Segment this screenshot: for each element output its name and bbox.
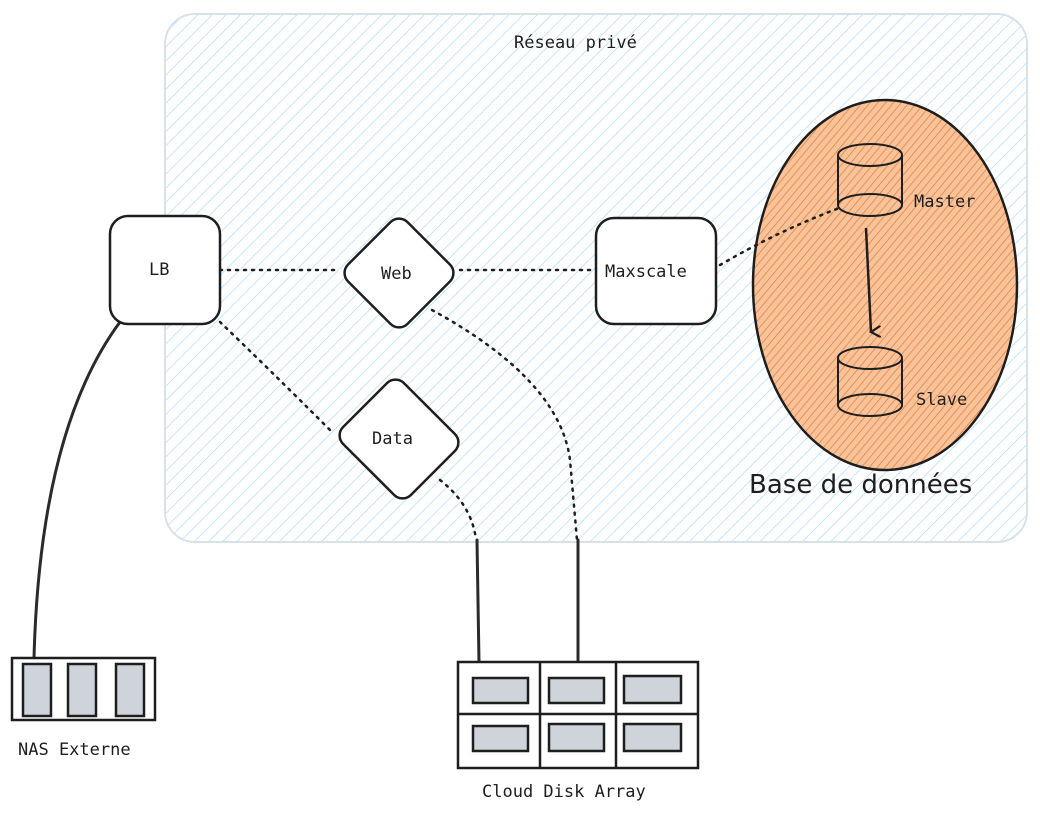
connector-lb-nas xyxy=(32,320,122,660)
maxscale-node xyxy=(594,216,718,326)
data-node xyxy=(338,378,460,500)
database-group-label: Base de données xyxy=(749,470,973,500)
connector-lb-data xyxy=(218,320,332,432)
web-node xyxy=(343,217,455,329)
database-group xyxy=(751,98,1019,472)
slave-db-icon xyxy=(837,346,903,417)
connector-maxscale-master xyxy=(718,205,844,267)
network-label: Réseau privé xyxy=(514,33,637,53)
connector-data-cloud xyxy=(438,478,478,542)
cloud-disk-array-label: Cloud Disk Array xyxy=(482,782,646,802)
data-label: Data xyxy=(372,429,413,449)
connector-web-cloud xyxy=(430,308,579,542)
web-label: Web xyxy=(381,264,412,284)
master-label: Master xyxy=(914,192,976,212)
cloud-disk-array-icon xyxy=(456,660,700,770)
slave-label: Slave xyxy=(916,390,968,410)
connector-cloud-left xyxy=(475,538,481,664)
lb-node xyxy=(108,214,222,326)
nas-device-icon xyxy=(10,656,157,722)
nas-label: NAS Externe xyxy=(18,740,131,760)
replication-arrow xyxy=(864,227,871,332)
maxscale-label: Maxscale xyxy=(605,262,687,282)
lb-label: LB xyxy=(149,260,170,280)
master-db-icon xyxy=(837,143,903,217)
